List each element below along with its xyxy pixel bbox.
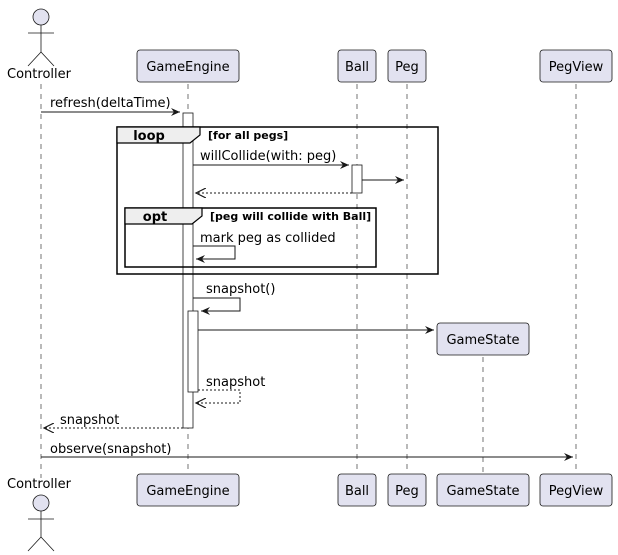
actor-controller-label-bottom: Controller: [7, 477, 72, 492]
participant-peg-view-bottom: PegView: [539, 473, 613, 507]
fragment-opt: opt [peg will collide with Ball]: [124, 207, 377, 268]
participant-ball-bottom: Ball: [337, 473, 377, 507]
activation-ball: [351, 164, 363, 194]
participant-peg-view-label-bottom: PegView: [549, 484, 604, 499]
participant-ball-top: Ball: [337, 49, 377, 83]
participant-game-state-bottom: GameState: [436, 473, 530, 507]
message-snapshot-return-outer: snapshot: [44, 413, 183, 428]
message-will-collide-label: willCollide(with: peg): [200, 149, 336, 164]
activation-game-engine-nested: [187, 310, 199, 393]
participant-game-state-created: GameState: [436, 322, 530, 356]
participant-game-state-label-created: GameState: [446, 333, 519, 348]
fragment-loop-condition: [for all pegs]: [208, 129, 288, 142]
message-observe: observe(snapshot): [41, 442, 573, 461]
fragment-opt-condition: [peg will collide with Ball]: [210, 210, 371, 223]
participant-game-engine-label-bottom: GameEngine: [146, 484, 229, 499]
participant-peg-view-top: PegView: [539, 49, 613, 83]
activation-game-engine: [182, 112, 194, 429]
fragment-opt-keyword: opt: [143, 210, 167, 225]
message-observe-label: observe(snapshot): [50, 442, 171, 457]
participant-peg-label-top: Peg: [395, 60, 419, 75]
fragment-loop-keyword: loop: [133, 129, 165, 144]
participant-ball-label-top: Ball: [345, 60, 369, 75]
participant-game-engine-top: GameEngine: [136, 49, 240, 83]
participant-ball-label-bottom: Ball: [345, 484, 369, 499]
participant-game-state-label-bottom: GameState: [446, 484, 519, 499]
message-snapshot-return-inner: snapshot: [196, 375, 265, 403]
message-refresh-label: refresh(deltaTime): [50, 96, 171, 111]
message-will-collide: willCollide(with: peg): [193, 149, 349, 169]
participant-peg-top: Peg: [387, 49, 427, 83]
participant-peg-bottom: Peg: [387, 473, 427, 507]
participant-peg-label-bottom: Peg: [395, 484, 419, 499]
participant-game-engine-bottom: GameEngine: [136, 473, 240, 507]
message-refresh: refresh(deltaTime): [41, 96, 180, 116]
message-mark-collided-label: mark peg as collided: [200, 231, 336, 246]
message-snapshot-return-inner-label: snapshot: [206, 375, 265, 390]
fragment-loop: loop [for all pegs]: [116, 126, 439, 275]
message-snapshot-call-label: snapshot(): [206, 282, 275, 297]
participant-game-engine-label-top: GameEngine: [146, 60, 229, 75]
message-mark-collided: mark peg as collided: [193, 231, 336, 263]
actor-controller-top: Controller: [7, 8, 72, 82]
participant-peg-view-label-top: PegView: [549, 60, 604, 75]
message-snapshot-return-outer-label: snapshot: [60, 413, 119, 428]
message-snapshot-call: snapshot(): [193, 282, 275, 315]
actor-controller-bottom: Controller: [7, 477, 72, 552]
actor-controller-label-top: Controller: [7, 67, 72, 82]
